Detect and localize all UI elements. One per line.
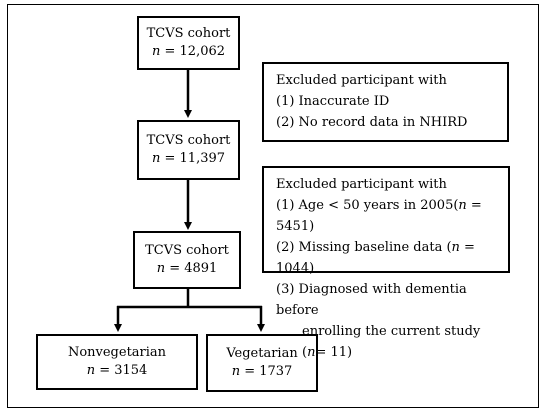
exclusion-item: (2) No record data in NHIRD xyxy=(276,115,468,130)
cohort-title: TCVS cohort xyxy=(145,243,229,258)
exclusion-item: (3) Diagnosed with dementia before xyxy=(276,282,467,318)
cohort-count: n = 4891 xyxy=(156,261,218,276)
group-title: Vegetarian xyxy=(226,346,298,361)
exclusion-heading: Excluded participant with xyxy=(276,73,447,88)
cohort-box-final: TCVS cohort n = 4891 xyxy=(133,231,241,289)
group-title: Nonvegetarian xyxy=(67,345,167,360)
nonvegetarian-box: Nonvegetarian n = 3154 xyxy=(36,334,198,390)
exclusion-item: (2) Missing baseline data (n = 1044) xyxy=(276,240,475,276)
cohort-count: n = 12,062 xyxy=(151,44,226,59)
exclusion-box-second: Excluded participant with (1) Age < 50 y… xyxy=(262,166,510,360)
cohort-title: TCVS cohort xyxy=(146,26,231,41)
exclusion-box-first: Excluded participant with (1) Inaccurate… xyxy=(262,62,509,142)
cohort-title: TCVS cohort xyxy=(146,133,231,148)
exclusion-item: (1) Inaccurate ID xyxy=(276,94,390,109)
cohort-box-initial: TCVS cohort n = 12,062 xyxy=(137,16,240,70)
exclusion-item: (1) Age < 50 years in 2005(n = 5451) xyxy=(276,198,482,234)
exclusion-heading: Excluded participant with xyxy=(276,177,447,192)
group-count: n = 1737 xyxy=(231,364,293,379)
group-count: n = 3154 xyxy=(86,363,148,378)
figure-frame xyxy=(7,4,539,408)
exclusion-item-continuation: enrolling the current study (n= 11) xyxy=(302,324,481,360)
cohort-count: n = 11,397 xyxy=(151,151,226,166)
cohort-box-after-first-exclusion: TCVS cohort n = 11,397 xyxy=(137,120,240,180)
vegetarian-box: Vegetarian n = 1737 xyxy=(206,334,318,392)
